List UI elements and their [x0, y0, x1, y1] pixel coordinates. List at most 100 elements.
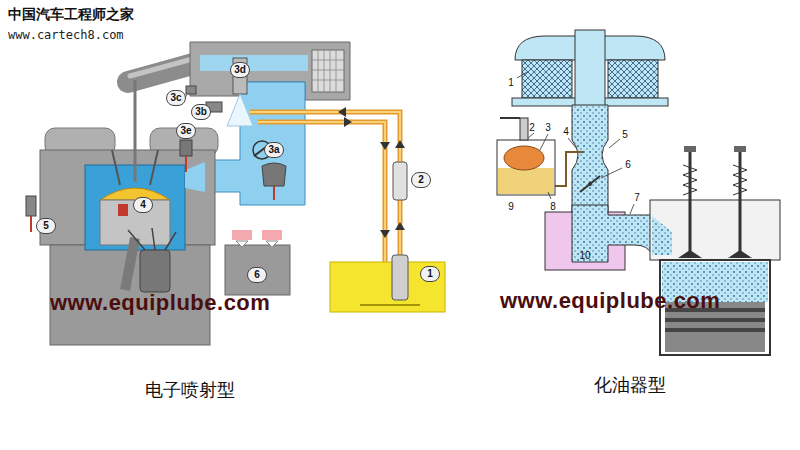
engine-cylinder: [665, 328, 765, 332]
air-pipe: [128, 57, 200, 82]
fuel-tank: [392, 255, 408, 300]
leader-line: [568, 138, 576, 148]
callout-number: 3: [545, 122, 551, 133]
sensors: [118, 204, 128, 216]
engine-block: [185, 162, 205, 192]
fuel-lines: [344, 117, 352, 127]
float-chamber: [497, 140, 555, 195]
distributor: [152, 228, 155, 250]
fuel-lines: [250, 112, 400, 262]
carburetor-body: [588, 182, 592, 186]
ecu-box: [232, 230, 252, 240]
intake-housing: [312, 50, 344, 92]
carburetor-body: [580, 176, 600, 192]
float-chamber: [504, 146, 544, 170]
watermark: 中国汽车工程师之家: [8, 6, 134, 24]
callout-number: 5: [36, 218, 56, 234]
fuel-lines: [258, 122, 385, 262]
callout-number: 10: [579, 250, 590, 261]
callout-number: 6: [625, 159, 631, 170]
fuel-lines: [380, 230, 390, 238]
intake-housing: [312, 50, 344, 92]
caption: 化油器型: [594, 373, 666, 397]
float-chamber: [497, 118, 555, 195]
callout-number: 3d: [230, 62, 250, 78]
leader-line: [528, 133, 534, 138]
engine-cylinder: [728, 250, 752, 258]
engine-cylinder: [733, 165, 747, 195]
fuel-lines: [395, 140, 405, 148]
fuel-lines: [395, 222, 405, 230]
engine-cylinder: [650, 146, 780, 355]
sensors: [26, 86, 286, 232]
ecu-box: [225, 230, 290, 295]
air-cleaner: [512, 30, 668, 106]
fuel-tank: [330, 262, 445, 312]
callout-number: 3b: [191, 104, 211, 120]
engine-block: [40, 150, 215, 245]
leader-line: [517, 72, 527, 78]
callout-number: 8: [550, 201, 556, 212]
leader-line: [540, 134, 548, 150]
injector: [227, 58, 253, 126]
callout-number: 1: [420, 266, 440, 282]
engine-cylinder: [652, 216, 672, 255]
leader-line: [609, 139, 620, 148]
fuel-tank: [330, 255, 445, 312]
caption: 电子喷射型: [145, 378, 235, 402]
callout-number: 7: [634, 192, 640, 203]
watermark: www.equiplube.com: [50, 290, 270, 316]
fuel-lines: [250, 107, 405, 262]
callout-number: 3c: [166, 90, 186, 106]
engine-cylinder: [683, 165, 697, 195]
engine-block: [112, 150, 120, 185]
injector: [227, 94, 253, 126]
carburetor-body: [572, 105, 608, 212]
sensors: [185, 156, 187, 172]
engine-cylinder: [684, 146, 696, 152]
engine-cylinder: [689, 150, 692, 256]
ecu-box: [262, 230, 282, 240]
callout-number: 9: [508, 201, 514, 212]
fuel-lines: [258, 122, 385, 262]
float-chamber: [520, 118, 528, 140]
engine-block: [125, 238, 135, 290]
engine-cylinder: [678, 250, 702, 258]
distributor: [140, 250, 170, 292]
leader-line: [517, 72, 634, 214]
sensors: [273, 186, 275, 200]
fuel-tank: [360, 304, 420, 306]
callout-number: 3a: [264, 142, 284, 158]
fuel-filter: [393, 162, 407, 200]
callout-number: 1: [508, 77, 514, 88]
callout-number: 3e: [176, 123, 196, 139]
leader-line: [630, 204, 634, 214]
ecu-box: [225, 245, 290, 295]
sensors: [26, 196, 36, 216]
carburetor-body: [553, 105, 608, 212]
fuel-lines: [380, 142, 390, 150]
carburetor-body: [553, 152, 584, 186]
engine-cylinder: [650, 200, 780, 260]
callout-number: 4: [563, 126, 569, 137]
leader-line: [548, 192, 551, 199]
callout-number: 4: [133, 197, 153, 213]
leader-line: [601, 168, 622, 178]
air-cleaner: [608, 60, 658, 98]
callout-number: 2: [411, 172, 431, 188]
callout-number: 5: [622, 129, 628, 140]
watermark: www.equiplube.com: [500, 288, 720, 314]
distributor: [165, 232, 176, 250]
sensors: [186, 86, 196, 94]
engine-block: [134, 80, 137, 182]
float-chamber: [498, 168, 554, 194]
distributor: [128, 230, 145, 250]
sensors: [180, 140, 192, 156]
air-cleaner: [522, 60, 572, 98]
engine-cylinder: [739, 150, 742, 256]
callout-number: 2: [529, 122, 535, 133]
callout-number: 6: [247, 267, 267, 283]
fuel-lines: [250, 112, 400, 262]
